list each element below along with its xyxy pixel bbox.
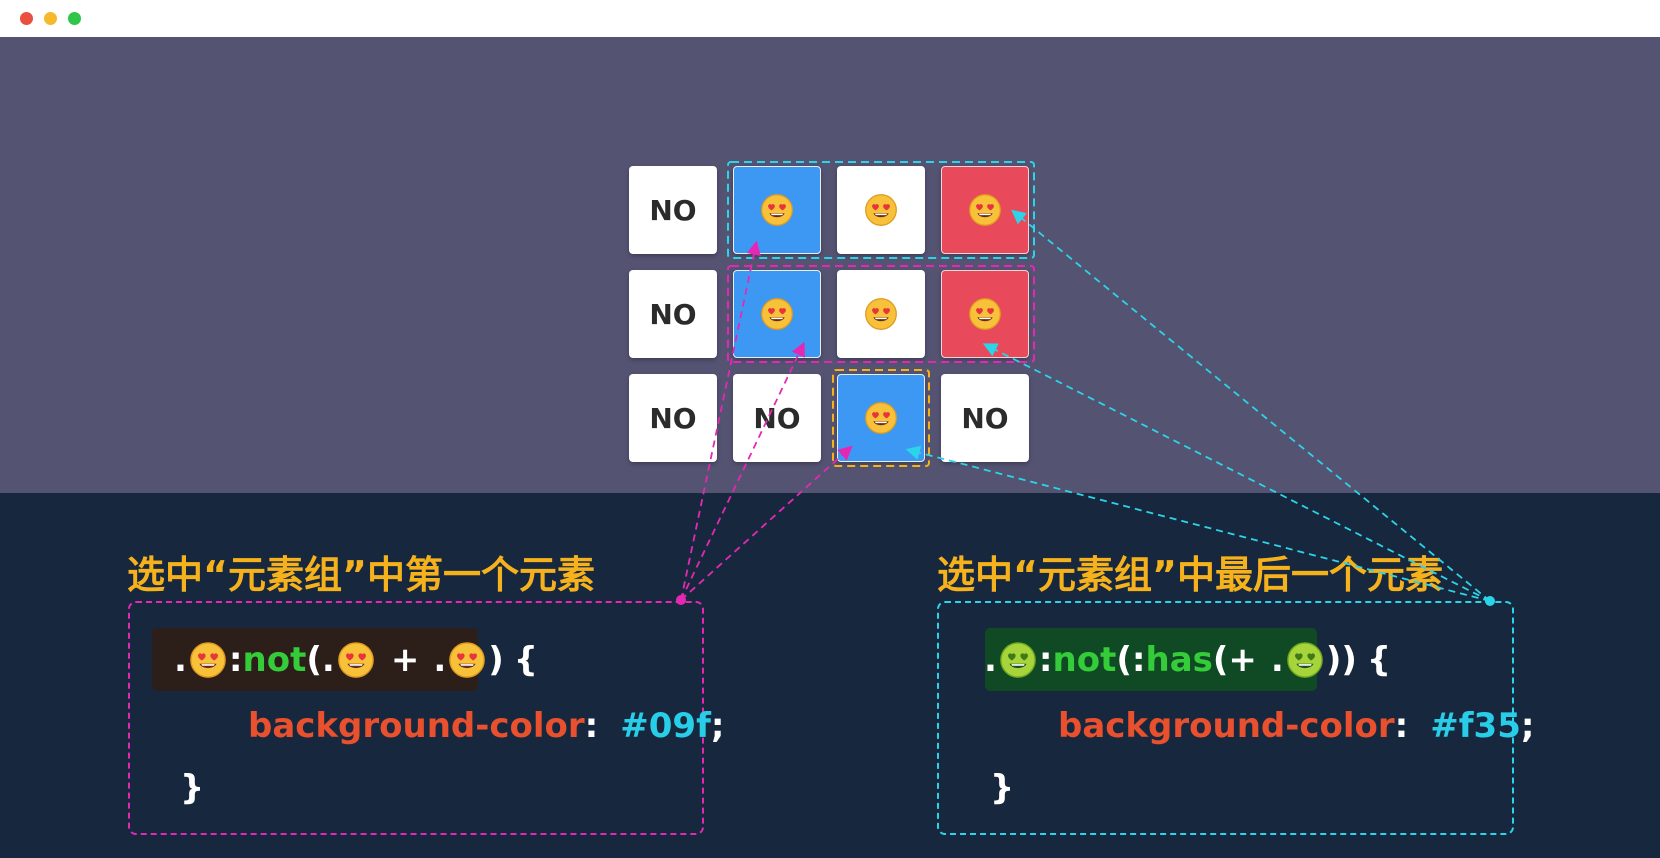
heart-eyes-face-icon — [337, 641, 375, 679]
code-close-paren: )) — [1325, 640, 1357, 680]
code-semicolon: ; — [1520, 706, 1535, 746]
grid-cell-r2-c4 — [941, 270, 1029, 358]
cell-label: NO — [649, 193, 697, 227]
heart-eyes-face-icon — [864, 297, 898, 331]
code-brace-open: { — [1366, 640, 1392, 680]
heart-eyes-face-icon — [968, 297, 1002, 331]
grid-cell-r2-c1: NO — [629, 270, 717, 358]
maximize-window-button[interactable] — [68, 12, 81, 25]
right-selector-line: . : not (: has (+ . )) { — [984, 632, 1391, 688]
code-paren: (: — [1116, 640, 1146, 680]
grid-cell-r3-c4: NO — [941, 374, 1029, 462]
right-close-line: } — [990, 760, 1014, 816]
left-code-box — [128, 601, 704, 835]
right-selector-highlight — [985, 628, 1317, 691]
smiling-face-icon — [999, 641, 1037, 679]
right-heading: 选中“元素组”中最后一个元素 — [937, 553, 1443, 597]
heart-eyes-face-icon — [760, 193, 794, 227]
code-plus: + — [390, 640, 420, 680]
demo-stage — [0, 37, 1660, 493]
grid-cell-r3-c2: NO — [733, 374, 821, 462]
code-value: #f35 — [1430, 706, 1521, 746]
smiling-face-icon — [1286, 641, 1324, 679]
cell-label: NO — [753, 401, 801, 435]
code-dot: . — [174, 640, 187, 680]
heart-eyes-face-icon — [864, 401, 898, 435]
code-value: #09f — [620, 706, 711, 746]
left-close-line: } — [180, 760, 204, 816]
code-brace-open: { — [513, 640, 539, 680]
cell-label: NO — [961, 401, 1009, 435]
heart-eyes-face-icon — [760, 297, 794, 331]
code-dot: . — [984, 640, 997, 680]
minimize-window-button[interactable] — [44, 12, 57, 25]
heart-eyes-face-icon — [864, 193, 898, 227]
code-paren-dot: (. — [306, 640, 335, 680]
code-colon: : — [584, 706, 599, 746]
code-colon: : — [1038, 640, 1053, 680]
code-brace-close: } — [990, 768, 1015, 808]
heart-eyes-face-icon — [189, 641, 227, 679]
right-code-box — [937, 601, 1514, 835]
close-window-button[interactable] — [20, 12, 33, 25]
code-property: background-color — [248, 706, 585, 746]
code-not-keyword: not — [242, 640, 307, 680]
code-close-paren: ) — [488, 640, 504, 680]
right-declaration-line: background-color : #f35 ; — [1058, 698, 1535, 754]
code-not-keyword: not — [1052, 640, 1117, 680]
grid-cell-r1-c1: NO — [629, 166, 717, 254]
grid-cell-r2-c3 — [837, 270, 925, 358]
code-colon: : — [1394, 706, 1409, 746]
cell-label: NO — [649, 297, 697, 331]
code-colon: : — [228, 640, 243, 680]
code-brace-close: } — [180, 768, 205, 808]
code-dot: . — [433, 640, 447, 680]
code-paren-plus: (+ — [1212, 640, 1257, 680]
grid-cell-r3-c1: NO — [629, 374, 717, 462]
left-declaration-line: background-color : #09f ; — [248, 698, 725, 754]
code-dot: . — [1270, 640, 1284, 680]
cell-label: NO — [649, 401, 697, 435]
code-property: background-color — [1058, 706, 1395, 746]
grid-cell-r2-c2 — [733, 270, 821, 358]
left-heading: 选中“元素组”中第一个元素 — [127, 553, 595, 597]
heart-eyes-face-icon — [968, 193, 1002, 227]
heart-eyes-face-icon — [448, 641, 486, 679]
code-semicolon: ; — [710, 706, 725, 746]
code-has-keyword: has — [1145, 640, 1213, 680]
title-bar — [0, 0, 1660, 37]
left-selector-line: . : not (. + . ) { — [174, 632, 538, 688]
grid-cell-r1-c3 — [837, 166, 925, 254]
grid-cell-r1-c2 — [733, 166, 821, 254]
grid-cell-r1-c4 — [941, 166, 1029, 254]
grid-cell-r3-c3 — [837, 374, 925, 462]
